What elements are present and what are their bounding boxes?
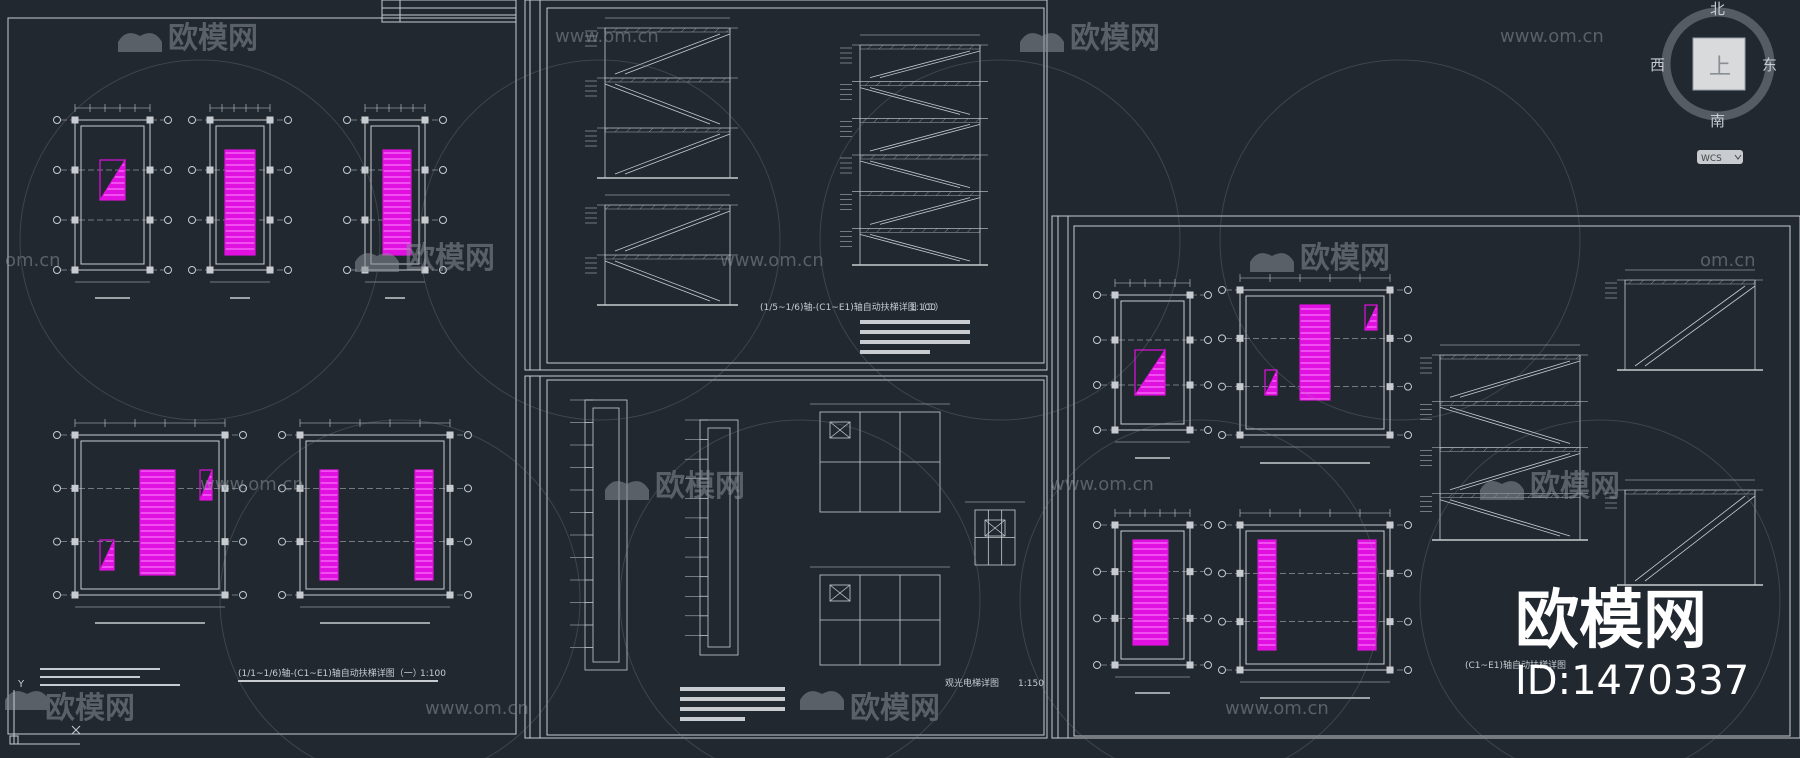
elevator-section-2 (685, 419, 739, 656)
section-cd (1420, 344, 1588, 541)
elevator-details (570, 399, 1025, 671)
watermark-url-partial: om.cn (5, 250, 61, 271)
watermark-url-5: www.om.cn (1050, 474, 1154, 495)
escalator-mark (1299, 304, 1331, 401)
section-gh (1605, 479, 1763, 586)
sheet-frame-3 (524, 375, 1048, 739)
escalator-sections (585, 17, 1763, 586)
ucs-y-label: Y (17, 679, 25, 690)
plan-f (1093, 279, 1212, 459)
sheet2-title: (1/5~1/6)轴-(C1~E1)轴自动扶梯详图（二） (760, 301, 944, 313)
viewcube-face-top[interactable] (1692, 37, 1746, 91)
big-watermark: 欧模网 ID:1470337 (1515, 584, 1749, 704)
elevator-detail-small (965, 501, 1025, 566)
escalator-mark (1357, 539, 1377, 651)
viewcube-west[interactable]: 西 (1650, 56, 1665, 74)
sheet-frame-1 (7, 17, 517, 735)
watermark-url-3: www.om.cn (720, 250, 824, 271)
ucs-icon (9, 690, 81, 745)
elevator-plan-2 (810, 566, 950, 666)
sheet1-plans (53, 104, 472, 624)
escalator-mark (382, 149, 412, 256)
watermark-brand: 欧模网 (168, 21, 258, 56)
section-3-3 (585, 194, 738, 306)
watermark-brand-5: 欧模网 (655, 469, 745, 504)
chevron-down-icon (1734, 154, 1742, 160)
title-note-bars (40, 320, 970, 721)
wcs-dropdown[interactable]: WCS (1697, 150, 1743, 164)
sheet3-title: 观光电梯详图 (945, 677, 999, 689)
sheet-frame-4 (1051, 215, 1800, 739)
elevator-section-1 (570, 399, 628, 671)
section-2-2 (585, 17, 738, 179)
escalator-mark (1257, 539, 1277, 651)
watermark-brand-3: 欧模网 (405, 241, 495, 276)
viewcube-top-label: 上 (1709, 55, 1731, 80)
watermark-url-7: www.om.cn (1225, 698, 1329, 719)
watermark-url-6: www.om.cn (425, 698, 529, 719)
plan-b (188, 104, 292, 299)
escalator-mark (414, 469, 434, 581)
escalator-mark (1132, 539, 1169, 646)
plan-g (1218, 274, 1412, 464)
sheet-frames (7, 0, 1800, 739)
watermark-url-4: www.om.cn (200, 474, 304, 495)
sheet1-title: (1/1~1/6)轴-(C1~E1)轴自动扶梯详图（一） (238, 667, 422, 679)
escalator-mark (1134, 348, 1166, 396)
watermark-id: ID:1470337 (1515, 658, 1749, 704)
sheet2-scale: 1:100 (910, 303, 936, 313)
plan-h (1093, 509, 1212, 694)
viewcube[interactable]: 上 北 南 东 西 WCS (1650, 0, 1777, 164)
viewcube-north[interactable]: 北 (1710, 0, 1725, 18)
escalator-mark (139, 469, 176, 576)
watermark-url-partial-2: om.cn (1700, 250, 1756, 271)
escalator-mark (1364, 304, 1378, 331)
plan-d (53, 419, 247, 624)
watermark-brand-2: 欧模网 (1070, 21, 1160, 56)
plan-a (53, 104, 172, 299)
sheet4-plans (1093, 274, 1412, 699)
viewcube-south[interactable]: 南 (1710, 112, 1725, 130)
watermark-brand-4: 欧模网 (1300, 241, 1390, 276)
watermark-logo-icon (118, 33, 162, 52)
section-ef (1605, 269, 1763, 371)
watermark-brand-6: 欧模网 (1530, 469, 1620, 504)
wcs-label: WCS (1701, 154, 1722, 164)
plan-e (278, 419, 472, 624)
escalator-mark (224, 149, 256, 256)
sheet3-scale: 1:150 (1018, 679, 1044, 689)
escalator-mark (99, 539, 115, 571)
section-ab (840, 34, 988, 266)
watermark-url-2: www.om.cn (1500, 26, 1604, 47)
watermarks: 欧模网 欧模网 欧模网 欧模网 欧模网 欧模网 欧模网 欧模网 www.om.c… (5, 21, 1781, 758)
plan-i (1218, 509, 1412, 699)
sheet4-title: (C1~E1)轴自动扶梯详图 (1465, 659, 1566, 671)
viewcube-east[interactable]: 东 (1762, 56, 1777, 74)
big-watermark-brand: 欧模网 (1515, 584, 1707, 658)
watermark-brand-7: 欧模网 (45, 691, 135, 726)
sheet-frame-2 (524, 0, 1048, 371)
sheet1-scale: 1:100 (420, 669, 446, 679)
elevator-plan-1 (810, 403, 950, 513)
viewcube-ring[interactable] (1661, 7, 1775, 121)
escalator-mark (199, 469, 213, 501)
watermark-brand-8: 欧模网 (850, 691, 940, 726)
plan-c (343, 104, 447, 299)
escalator-mark (1264, 369, 1278, 396)
watermark-url: www.om.cn (555, 26, 659, 47)
escalator-mark (319, 469, 339, 581)
escalator-mark (99, 158, 126, 201)
